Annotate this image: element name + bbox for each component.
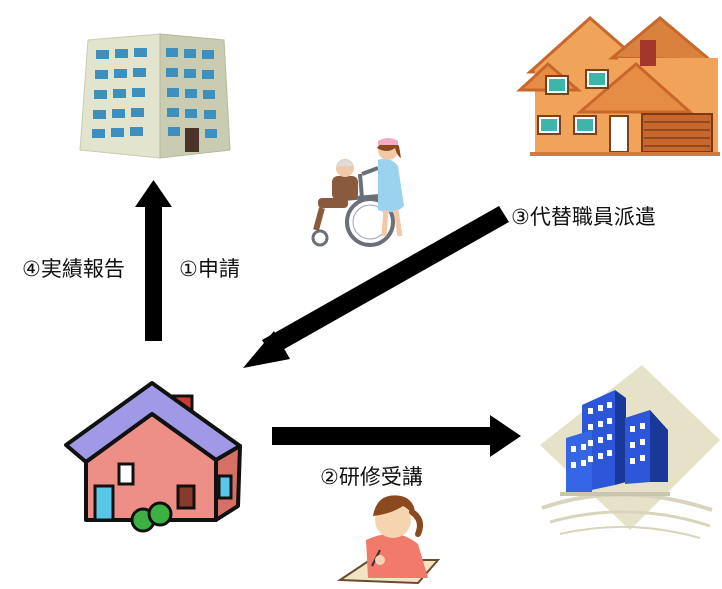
arrow-down-dispatch [243,206,509,368]
apply-label: ①申請 [179,257,240,281]
facility-house-icon [516,15,720,156]
office-building-icon [79,33,231,159]
training-center-icon [540,365,720,539]
report-label: ④実績報告 [22,257,125,281]
arrow-up-apply [135,180,172,341]
student-writing-icon [336,495,441,585]
caregiver-home-icon [64,381,242,533]
training-label: ②研修受講 [320,465,423,489]
dispatch-label: ③代替職員派遣 [511,205,656,229]
wheelchair-care-icon [311,138,404,247]
arrow-right-training [272,415,521,457]
